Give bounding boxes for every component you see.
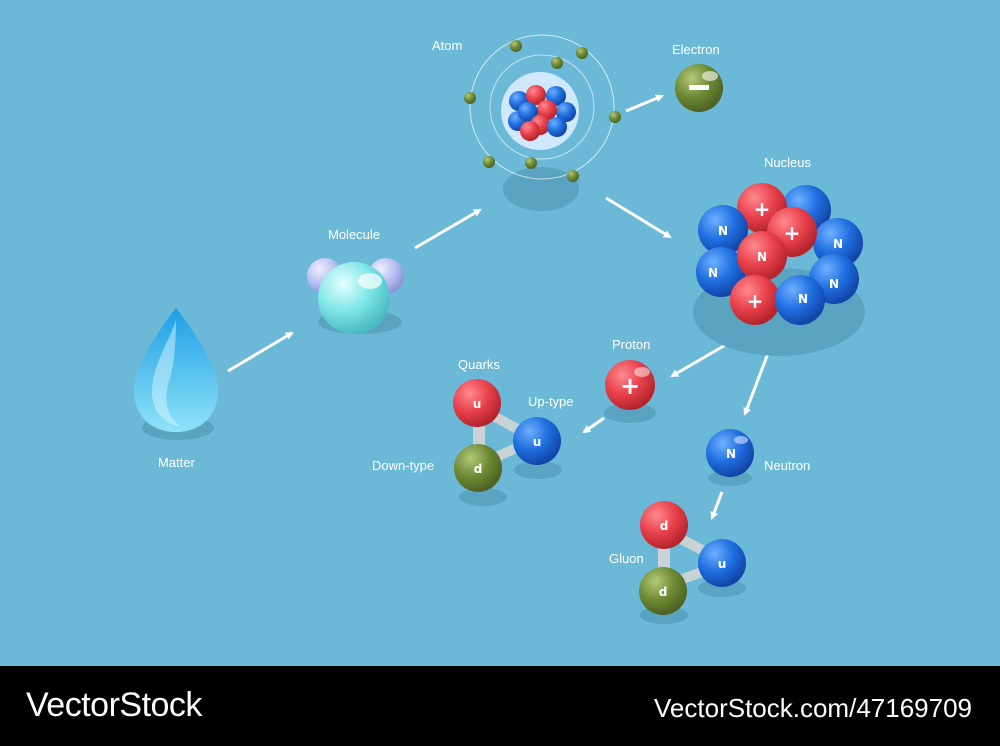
down-type-label: Down-type (372, 458, 435, 473)
down-quark-symbol: d (659, 585, 668, 599)
svg-text:+: + (784, 221, 801, 245)
neutron-symbol: N (757, 250, 767, 264)
flow-arrows (227, 94, 772, 520)
arrow-atom-to-electron (625, 94, 664, 113)
arrow-neutron-to-quarks (710, 491, 724, 520)
gluon-label: Gluon (609, 551, 644, 566)
up-quark-symbol: u (473, 397, 482, 411)
electron-icon (675, 64, 723, 112)
proton-icon: + (604, 360, 656, 423)
nucleus-symbols: + + + N N N N N N (708, 197, 843, 313)
matter-label: Matter (158, 455, 195, 470)
down-quark-symbol: d (474, 462, 483, 476)
neutron-symbol: N (726, 447, 736, 461)
neutron-symbol: N (708, 266, 718, 280)
orbit-electrons (464, 40, 621, 182)
svg-text:+: + (620, 372, 640, 400)
quarks-label: Quarks (458, 357, 500, 372)
neutron-symbol: N (833, 237, 843, 251)
nucleus-label: Nucleus (764, 155, 811, 170)
nucleus-cluster (696, 183, 863, 325)
watermark-footer: VectorStock VectorStock.com/47169709 (0, 666, 1000, 746)
up-quark-symbol: u (533, 435, 542, 449)
atom-icon (464, 34, 621, 211)
neutron-symbol: N (829, 277, 839, 291)
atom-label: Atom (432, 38, 463, 53)
down-quark-symbol: d (660, 519, 669, 533)
image-id-text: VectorStock.com/47169709 (654, 693, 972, 723)
molecule-label: Molecule (328, 227, 381, 242)
arrow-atom-to-nucleus (605, 196, 672, 239)
particle-hierarchy-diagram: + + + N N N N N N + N (134, 34, 865, 624)
arrow-nucleus-to-proton (670, 338, 735, 378)
proton-quarks: u u d (453, 379, 562, 506)
svg-text:+: + (754, 197, 771, 221)
water-drop (134, 308, 218, 440)
svg-text:+: + (747, 289, 764, 313)
neutron-symbol: N (718, 224, 728, 238)
arrow-proton-to-quarks (582, 416, 605, 434)
up-type-label: Up-type (528, 394, 574, 409)
arrow-matter-to-molecule (227, 331, 294, 373)
molecule-icon (307, 258, 404, 334)
neutron-quarks: d u d (639, 501, 746, 624)
nucleus-icon: + + + N N N N N N (693, 183, 865, 356)
brand-logo: VectorStock (26, 686, 202, 724)
atom-nucleus-cluster (508, 85, 576, 141)
arrow-molecule-to-atom (414, 208, 482, 250)
arrow-nucleus-to-neutron (743, 347, 772, 416)
electron-label: Electron (672, 42, 720, 57)
up-quark-symbol: u (718, 557, 727, 571)
neutron-label: Neutron (764, 458, 811, 473)
neutron-icon: N (706, 429, 754, 486)
proton-label: Proton (612, 337, 651, 352)
neutron-symbol: N (798, 292, 808, 306)
